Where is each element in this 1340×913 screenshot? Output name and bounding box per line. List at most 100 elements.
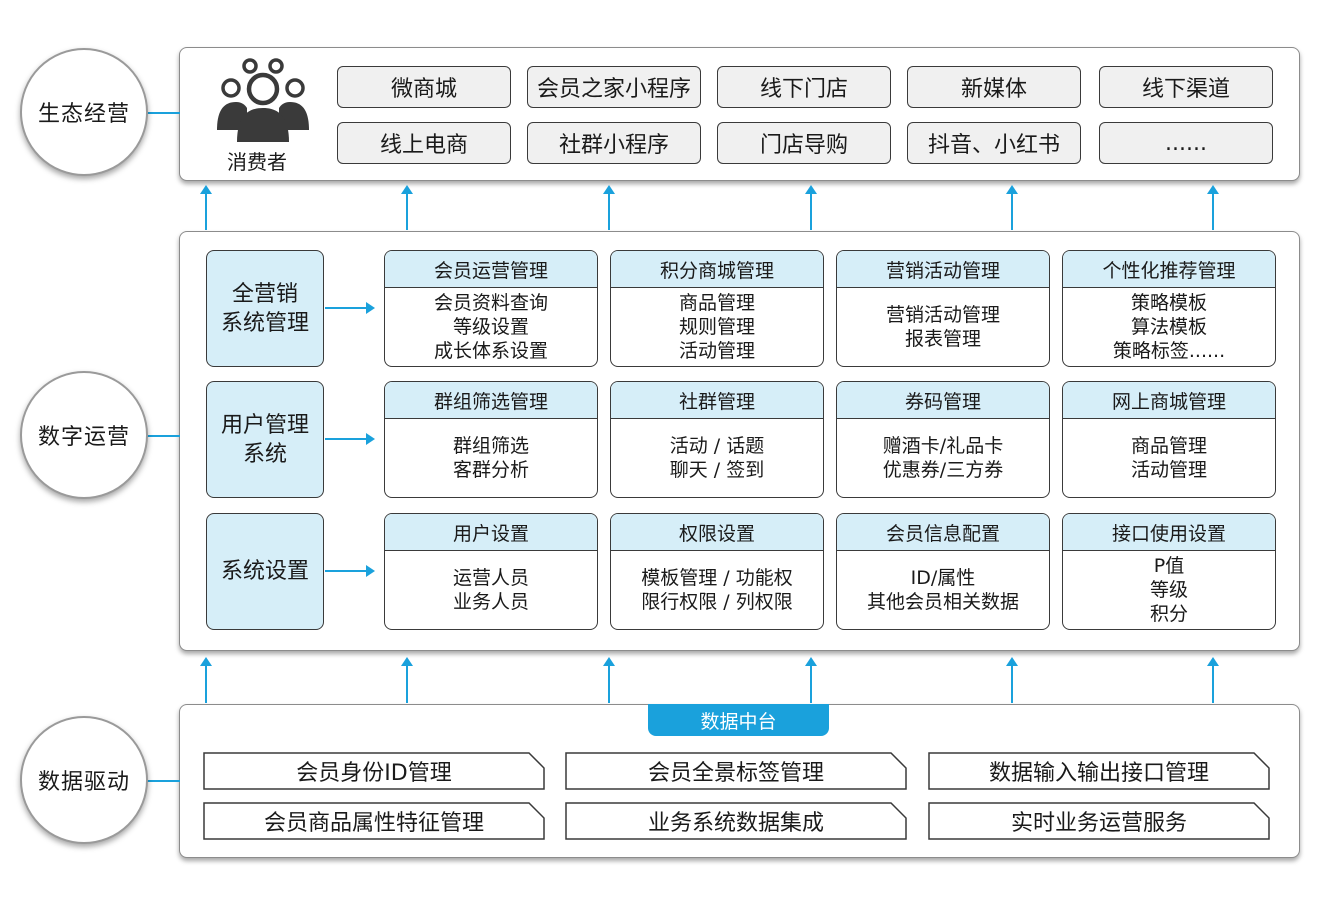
module-line: 活动管理 (1130, 459, 1207, 481)
data-connector (140, 780, 180, 782)
data-item-frame (928, 752, 1270, 790)
module-body: 运营人员业务人员 (385, 551, 597, 629)
module-body: 策略模板算法模板策略标签...... (1063, 288, 1275, 366)
module-line: 群组筛选 (452, 435, 529, 457)
module-line: 其他会员相关数据 (866, 591, 1019, 613)
module-body: 商品管理活动管理 (1063, 419, 1275, 497)
section-operation: 数字运营 (20, 371, 148, 499)
module-card: 接口使用设置 P值等级积分 (1062, 513, 1276, 630)
up-arrow (805, 185, 817, 230)
module-card: 会员运营管理会员资料查询等级设置成长体系设置 (384, 250, 598, 367)
channel-box[interactable]: 社群小程序 (527, 122, 701, 164)
data-item-label: 会员全景标签管理 (647, 761, 824, 786)
module-title: 个性化推荐管理 (1063, 251, 1275, 288)
right-arrow (325, 565, 375, 577)
data-item: 会员全景标签管理 (565, 752, 907, 790)
data-item: 业务系统数据集成 (565, 802, 907, 840)
up-arrow (603, 185, 615, 230)
module-line: 活动管理 (678, 340, 755, 362)
channel-box[interactable]: 线下门店 (717, 66, 891, 108)
data-item-frame (203, 802, 545, 840)
module-line: 活动 / 话题 (669, 435, 765, 457)
module-line: 算法模板 (1130, 316, 1207, 338)
module-line: 积分 (1149, 603, 1188, 625)
module-body: 商品管理规则管理活动管理 (611, 288, 823, 366)
up-arrow (401, 185, 413, 230)
category-box: 系统设置 (206, 513, 324, 630)
data-item-label: 会员身份ID管理 (296, 761, 452, 786)
data-item: 会员身份ID管理 (203, 752, 545, 790)
right-arrow (325, 302, 375, 314)
module-line: 业务人员 (452, 591, 529, 613)
module-line: P值 (1153, 555, 1185, 577)
module-card: 券码管理赠酒卡/礼品卡优惠券/三方券 (836, 381, 1050, 498)
channel-box[interactable]: 线下渠道 (1099, 66, 1273, 108)
data-hub-title: 数据中台 (648, 704, 829, 736)
module-line: 赠酒卡/礼品卡 (882, 435, 1004, 457)
module-line: 会员资料查询 (433, 292, 548, 314)
module-title: 会员信息配置 (837, 514, 1049, 551)
module-body: 赠酒卡/礼品卡优惠券/三方券 (837, 419, 1049, 497)
up-arrow (200, 657, 212, 703)
module-line: ID/属性 (910, 567, 976, 589)
module-title: 营销活动管理 (837, 251, 1049, 288)
right-arrow (325, 433, 375, 445)
channel-box[interactable]: 微商城 (337, 66, 511, 108)
module-title: 接口使用设置 (1063, 514, 1275, 551)
module-line: 限行权限 / 列权限 (641, 591, 793, 613)
module-title: 权限设置 (611, 514, 823, 551)
people-group-icon (214, 56, 312, 142)
module-line: 策略模板 (1130, 292, 1207, 314)
module-body: 活动 / 话题聊天 / 签到 (611, 419, 823, 497)
module-card: 积分商城管理商品管理规则管理活动管理 (610, 250, 824, 367)
module-line: 等级 (1149, 579, 1188, 601)
module-line: 规则管理 (678, 316, 755, 338)
data-item-frame (203, 752, 545, 790)
module-body: 模板管理 / 功能权限行权限 / 列权限 (611, 551, 823, 629)
ecosystem-connector (140, 112, 180, 114)
module-line: 模板管理 / 功能权 (641, 567, 793, 589)
data-item: 会员商品属性特征管理 (203, 802, 545, 840)
channel-box[interactable]: 新媒体 (907, 66, 1081, 108)
up-arrow (805, 657, 817, 703)
channel-box[interactable]: ...... (1099, 122, 1273, 164)
module-line: 优惠券/三方券 (882, 459, 1004, 481)
data-item-frame (565, 802, 907, 840)
module-title: 券码管理 (837, 382, 1049, 419)
data-item-label: 数据输入输出接口管理 (988, 761, 1209, 786)
up-arrow (603, 657, 615, 703)
module-body: 营销活动管理报表管理 (837, 288, 1049, 366)
section-ecosystem: 生态经营 (20, 48, 148, 176)
module-card: 群组筛选管理群组筛选客群分析 (384, 381, 598, 498)
module-title: 社群管理 (611, 382, 823, 419)
module-body: 群组筛选客群分析 (385, 419, 597, 497)
channel-box[interactable]: 线上电商 (337, 122, 511, 164)
module-title: 群组筛选管理 (385, 382, 597, 419)
data-item-frame (565, 752, 907, 790)
up-arrow (401, 657, 413, 703)
up-arrow (1006, 185, 1018, 230)
data-item-frame (928, 802, 1270, 840)
module-card: 社群管理活动 / 话题聊天 / 签到 (610, 381, 824, 498)
up-arrow (1207, 185, 1219, 230)
module-line: 聊天 / 签到 (669, 459, 765, 481)
module-line: 商品管理 (678, 292, 755, 314)
channel-box[interactable]: 抖音、小红书 (907, 122, 1081, 164)
module-line: 成长体系设置 (433, 340, 548, 362)
channel-box[interactable]: 会员之家小程序 (527, 66, 701, 108)
data-item-label: 业务系统数据集成 (647, 811, 824, 836)
data-item: 实时业务运营服务 (928, 802, 1270, 840)
channel-box[interactable]: 门店导购 (717, 122, 891, 164)
data-item: 数据输入输出接口管理 (928, 752, 1270, 790)
module-line: 商品管理 (1130, 435, 1207, 457)
section-data: 数据驱动 (20, 716, 148, 844)
up-arrow (200, 185, 212, 230)
module-card: 营销活动管理营销活动管理报表管理 (836, 250, 1050, 367)
module-body: 会员资料查询等级设置成长体系设置 (385, 288, 597, 366)
data-item-label: 会员商品属性特征管理 (263, 811, 484, 836)
module-card: 会员信息配置 ID/属性其他会员相关数据 (836, 513, 1050, 630)
module-card: 权限设置模板管理 / 功能权限行权限 / 列权限 (610, 513, 824, 630)
operation-connector (140, 435, 180, 437)
up-arrow (1207, 657, 1219, 703)
module-card: 网上商城管理商品管理活动管理 (1062, 381, 1276, 498)
